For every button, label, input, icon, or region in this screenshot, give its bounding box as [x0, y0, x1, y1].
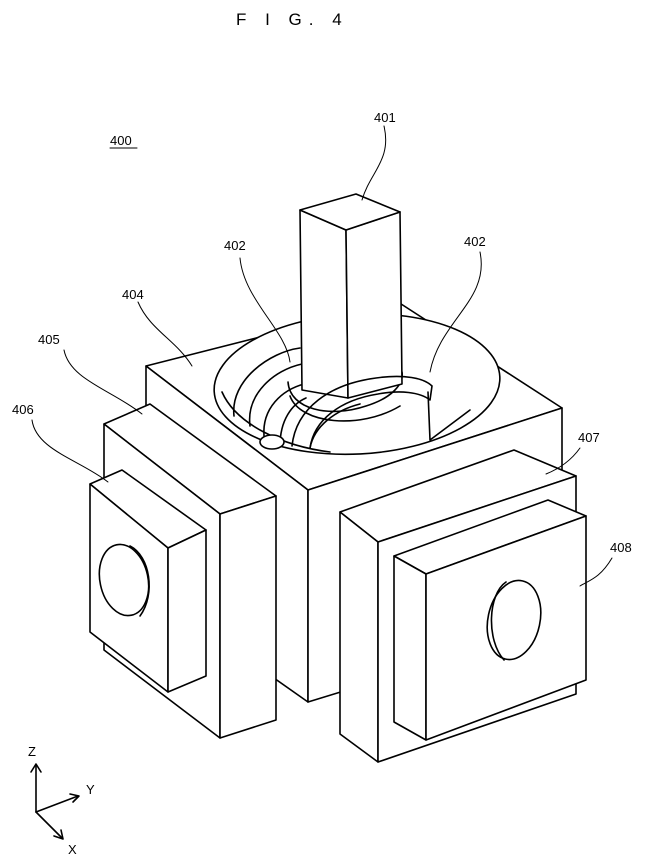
z-axis-arrow: [30, 763, 42, 773]
rotor-ring-3: [263, 383, 305, 437]
left-cover-side: [167, 529, 207, 693]
shaft-top-face: [299, 193, 401, 231]
axis-label-z: Z: [28, 744, 36, 759]
rotor-ball: [259, 434, 285, 450]
label-401: 401: [374, 110, 396, 125]
leader-402-right: [429, 251, 482, 373]
axis-triad: [30, 763, 80, 840]
label-402-left: 402: [224, 238, 246, 253]
right-cover-knob-edge: [490, 581, 507, 661]
y-axis-arrow: [69, 793, 80, 803]
shaft-collar-lower: [289, 395, 401, 422]
label-402-right: 402: [464, 234, 486, 249]
leader-401: [361, 125, 387, 201]
device-label: 400: [110, 133, 132, 148]
shaft-side-face: [345, 211, 403, 399]
leader-402-left: [239, 257, 291, 363]
left-cover-knob-edge: [129, 545, 150, 617]
rotor-loop-outer: [291, 375, 433, 449]
label-407: 407: [578, 430, 600, 445]
leader-407: [545, 447, 581, 475]
axis-label-x: X: [68, 842, 77, 857]
leader-408: [579, 557, 613, 587]
label-408: 408: [610, 540, 632, 555]
right-cover-knob: [486, 579, 542, 661]
rotor-ring-2: [248, 363, 303, 427]
x-axis-arrow: [53, 829, 64, 840]
rotor-loop-inner: [309, 403, 361, 449]
opening-inner-wall-right: [427, 391, 471, 441]
rotor-ring-1: [233, 347, 301, 417]
leader-lines: [31, 125, 613, 587]
figure-title: F I G. 4: [236, 10, 349, 29]
x-axis-line: [35, 811, 63, 839]
leader-406: [31, 419, 109, 483]
label-406: 406: [12, 402, 34, 417]
device-drawing: [89, 193, 587, 763]
shaft-front-face: [299, 209, 349, 399]
label-405: 405: [38, 332, 60, 347]
label-404: 404: [122, 287, 144, 302]
leader-404: [137, 301, 193, 367]
leader-405: [63, 349, 143, 415]
y-axis-line: [35, 795, 79, 813]
right-cover-front: [393, 555, 427, 741]
left-module-side: [219, 495, 277, 739]
right-module-front: [339, 511, 379, 763]
axis-label-y: Y: [86, 782, 95, 797]
